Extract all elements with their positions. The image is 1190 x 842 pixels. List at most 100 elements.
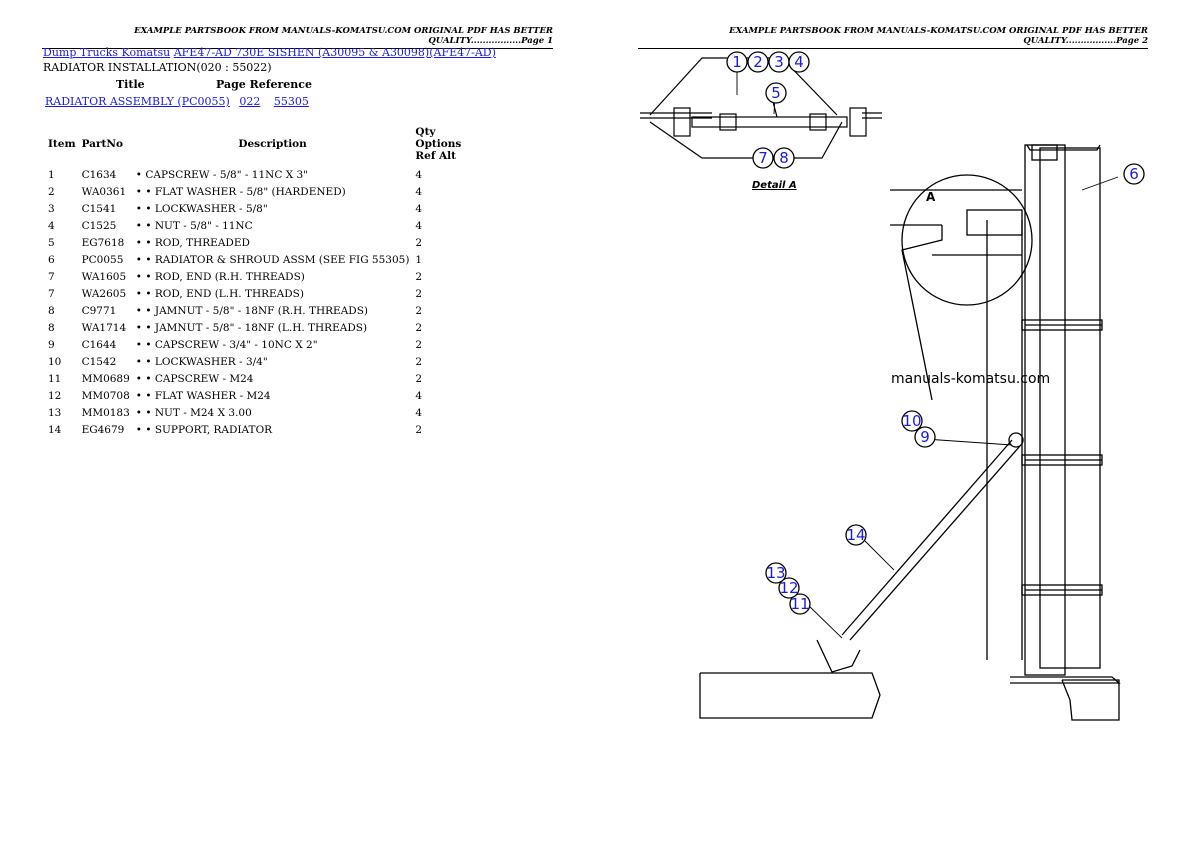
cell-description: • • ROD, END (R.H. THREADS) <box>135 270 305 283</box>
callout-label: 14 <box>846 526 865 544</box>
reference-page-header: Page Reference <box>216 78 312 91</box>
page-header-left: EXAMPLE PARTSBOOK FROM MANUALS-KOMATSU.C… <box>42 26 553 49</box>
callout-5: 5 <box>765 82 787 104</box>
detail-a-marker: A <box>926 190 936 204</box>
cell-description: • • CAPSCREW - M24 <box>135 372 254 385</box>
cell-qty: 2 <box>415 372 423 385</box>
cell-partno: MM0708 <box>81 389 130 402</box>
callout-3: 3 <box>768 51 790 73</box>
cell-item: 13 <box>48 406 62 419</box>
callout-label: 13 <box>766 564 785 582</box>
cell-item: 2 <box>48 185 55 198</box>
cell-partno: C1634 <box>81 168 117 181</box>
reference-ref-link[interactable]: 55305 <box>273 95 309 108</box>
cell-qty: 2 <box>415 304 423 317</box>
cell-item: 8 <box>48 321 55 334</box>
callout-label: 5 <box>771 84 781 102</box>
cell-qty: 2 <box>415 270 423 283</box>
callout-11: 11 <box>789 593 811 615</box>
col-item: Item <box>48 138 76 150</box>
breadcrumb-link-dump-trucks[interactable]: Dump Trucks Komatsu <box>43 46 171 59</box>
callout-10: 10 <box>901 410 923 432</box>
cell-partno: WA1605 <box>81 270 127 283</box>
col-description: Description <box>238 138 307 150</box>
callout-label: 11 <box>790 595 809 613</box>
cell-description: • • LOCKWASHER - 5/8" <box>135 202 268 215</box>
cell-description: • • NUT - 5/8" - 11NC <box>135 219 253 232</box>
cell-item: 8 <box>48 304 55 317</box>
cell-description: • • JAMNUT - 5/8" - 18NF (L.H. THREADS) <box>135 321 368 334</box>
cell-item: 3 <box>48 202 55 215</box>
cell-item: 9 <box>48 338 55 351</box>
cell-qty: 4 <box>415 168 423 181</box>
cell-partno: C1644 <box>81 338 117 351</box>
cell-description: • • CAPSCREW - 3/4" - 10NC X 2" <box>135 338 318 351</box>
table-row: 14 EG4679 • • SUPPORT, RADIATOR 2 <box>46 421 465 438</box>
cell-partno: C1541 <box>81 202 117 215</box>
callout-label: 4 <box>794 53 804 71</box>
cell-description: • • FLAT WASHER - M24 <box>135 389 271 402</box>
cell-item: 12 <box>48 389 62 402</box>
cell-description: • • SUPPORT, RADIATOR <box>135 423 273 436</box>
callout-label: 7 <box>758 149 768 167</box>
callout-6: 6 <box>1123 163 1145 185</box>
cell-partno: PC0055 <box>81 253 124 266</box>
cell-qty: 2 <box>415 287 423 300</box>
cell-qty: 2 <box>415 423 423 436</box>
cell-item: 5 <box>48 236 55 249</box>
cell-partno: MM0689 <box>81 372 130 385</box>
cell-partno: EG4679 <box>81 423 125 436</box>
cell-qty: 2 <box>415 321 423 334</box>
cell-description: • CAPSCREW - 5/8" - 11NC X 3" <box>135 168 309 181</box>
cell-partno: WA2605 <box>81 287 127 300</box>
reference-title-link[interactable]: RADIATOR ASSEMBLY (PC0055) <box>45 95 230 108</box>
cell-qty: 2 <box>415 355 423 368</box>
col-partno: PartNo <box>81 138 123 150</box>
table-row: 2 WA0361 • • FLAT WASHER - 5/8" (HARDENED)… <box>46 183 465 200</box>
cell-description: • • FLAT WASHER - 5/8" (HARDENED) <box>135 185 346 198</box>
col-qty-options: Qty Options Ref Alt <box>415 126 462 162</box>
callout-label: 6 <box>1129 165 1139 183</box>
watermark-text: manuals-komatsu.com <box>891 371 1050 387</box>
callout-4: 4 <box>788 51 810 73</box>
cell-description: • • ROD, THREADED <box>135 236 250 249</box>
cell-item: 11 <box>48 372 62 385</box>
table-row: 8 C9771 • • JAMNUT - 5/8" - 18NF (R.H. THR… <box>46 302 465 319</box>
cell-description: • • RADIATOR & SHROUD ASSM (SEE FIG 5530… <box>135 253 410 266</box>
cell-qty: 4 <box>415 406 423 419</box>
callout-label: 3 <box>774 53 784 71</box>
callout-2: 2 <box>747 51 769 73</box>
radiator-installation-drawing: Detail A manuals-komatsu.com A <box>640 51 1145 721</box>
reference-title-header: Title <box>116 78 145 91</box>
callout-label: 9 <box>920 428 930 446</box>
cell-partno: WA0361 <box>81 185 127 198</box>
cell-item: 7 <box>48 270 55 283</box>
reference-page-link[interactable]: 022 <box>239 95 261 108</box>
callout-label: 12 <box>779 579 798 597</box>
callout-13: 13 <box>765 562 787 584</box>
cell-description: • • JAMNUT - 5/8" - 18NF (R.H. THREADS) <box>135 304 368 317</box>
cell-partno: C1525 <box>81 219 117 232</box>
cell-description: • • ROD, END (L.H. THREADS) <box>135 287 304 300</box>
cell-partno: C9771 <box>81 304 117 317</box>
parts-table: Item PartNo Description Qty Options Ref … <box>46 126 465 438</box>
breadcrumb-link-model[interactable]: AFE47-AD 730E SISHEN (A30095 & A30098)(A… <box>173 46 496 59</box>
cell-item: 10 <box>48 355 62 368</box>
callout-label: 8 <box>779 149 789 167</box>
callout-label: 10 <box>902 412 921 430</box>
cell-item: 14 <box>48 423 62 436</box>
callout-7: 7 <box>752 147 774 169</box>
callout-8: 8 <box>773 147 795 169</box>
table-row: 7 WA1605 • • ROD, END (R.H. THREADS) 2 <box>46 268 465 285</box>
page-header-right: EXAMPLE PARTSBOOK FROM MANUALS-KOMATSU.C… <box>638 26 1148 49</box>
cell-qty: 4 <box>415 185 423 198</box>
